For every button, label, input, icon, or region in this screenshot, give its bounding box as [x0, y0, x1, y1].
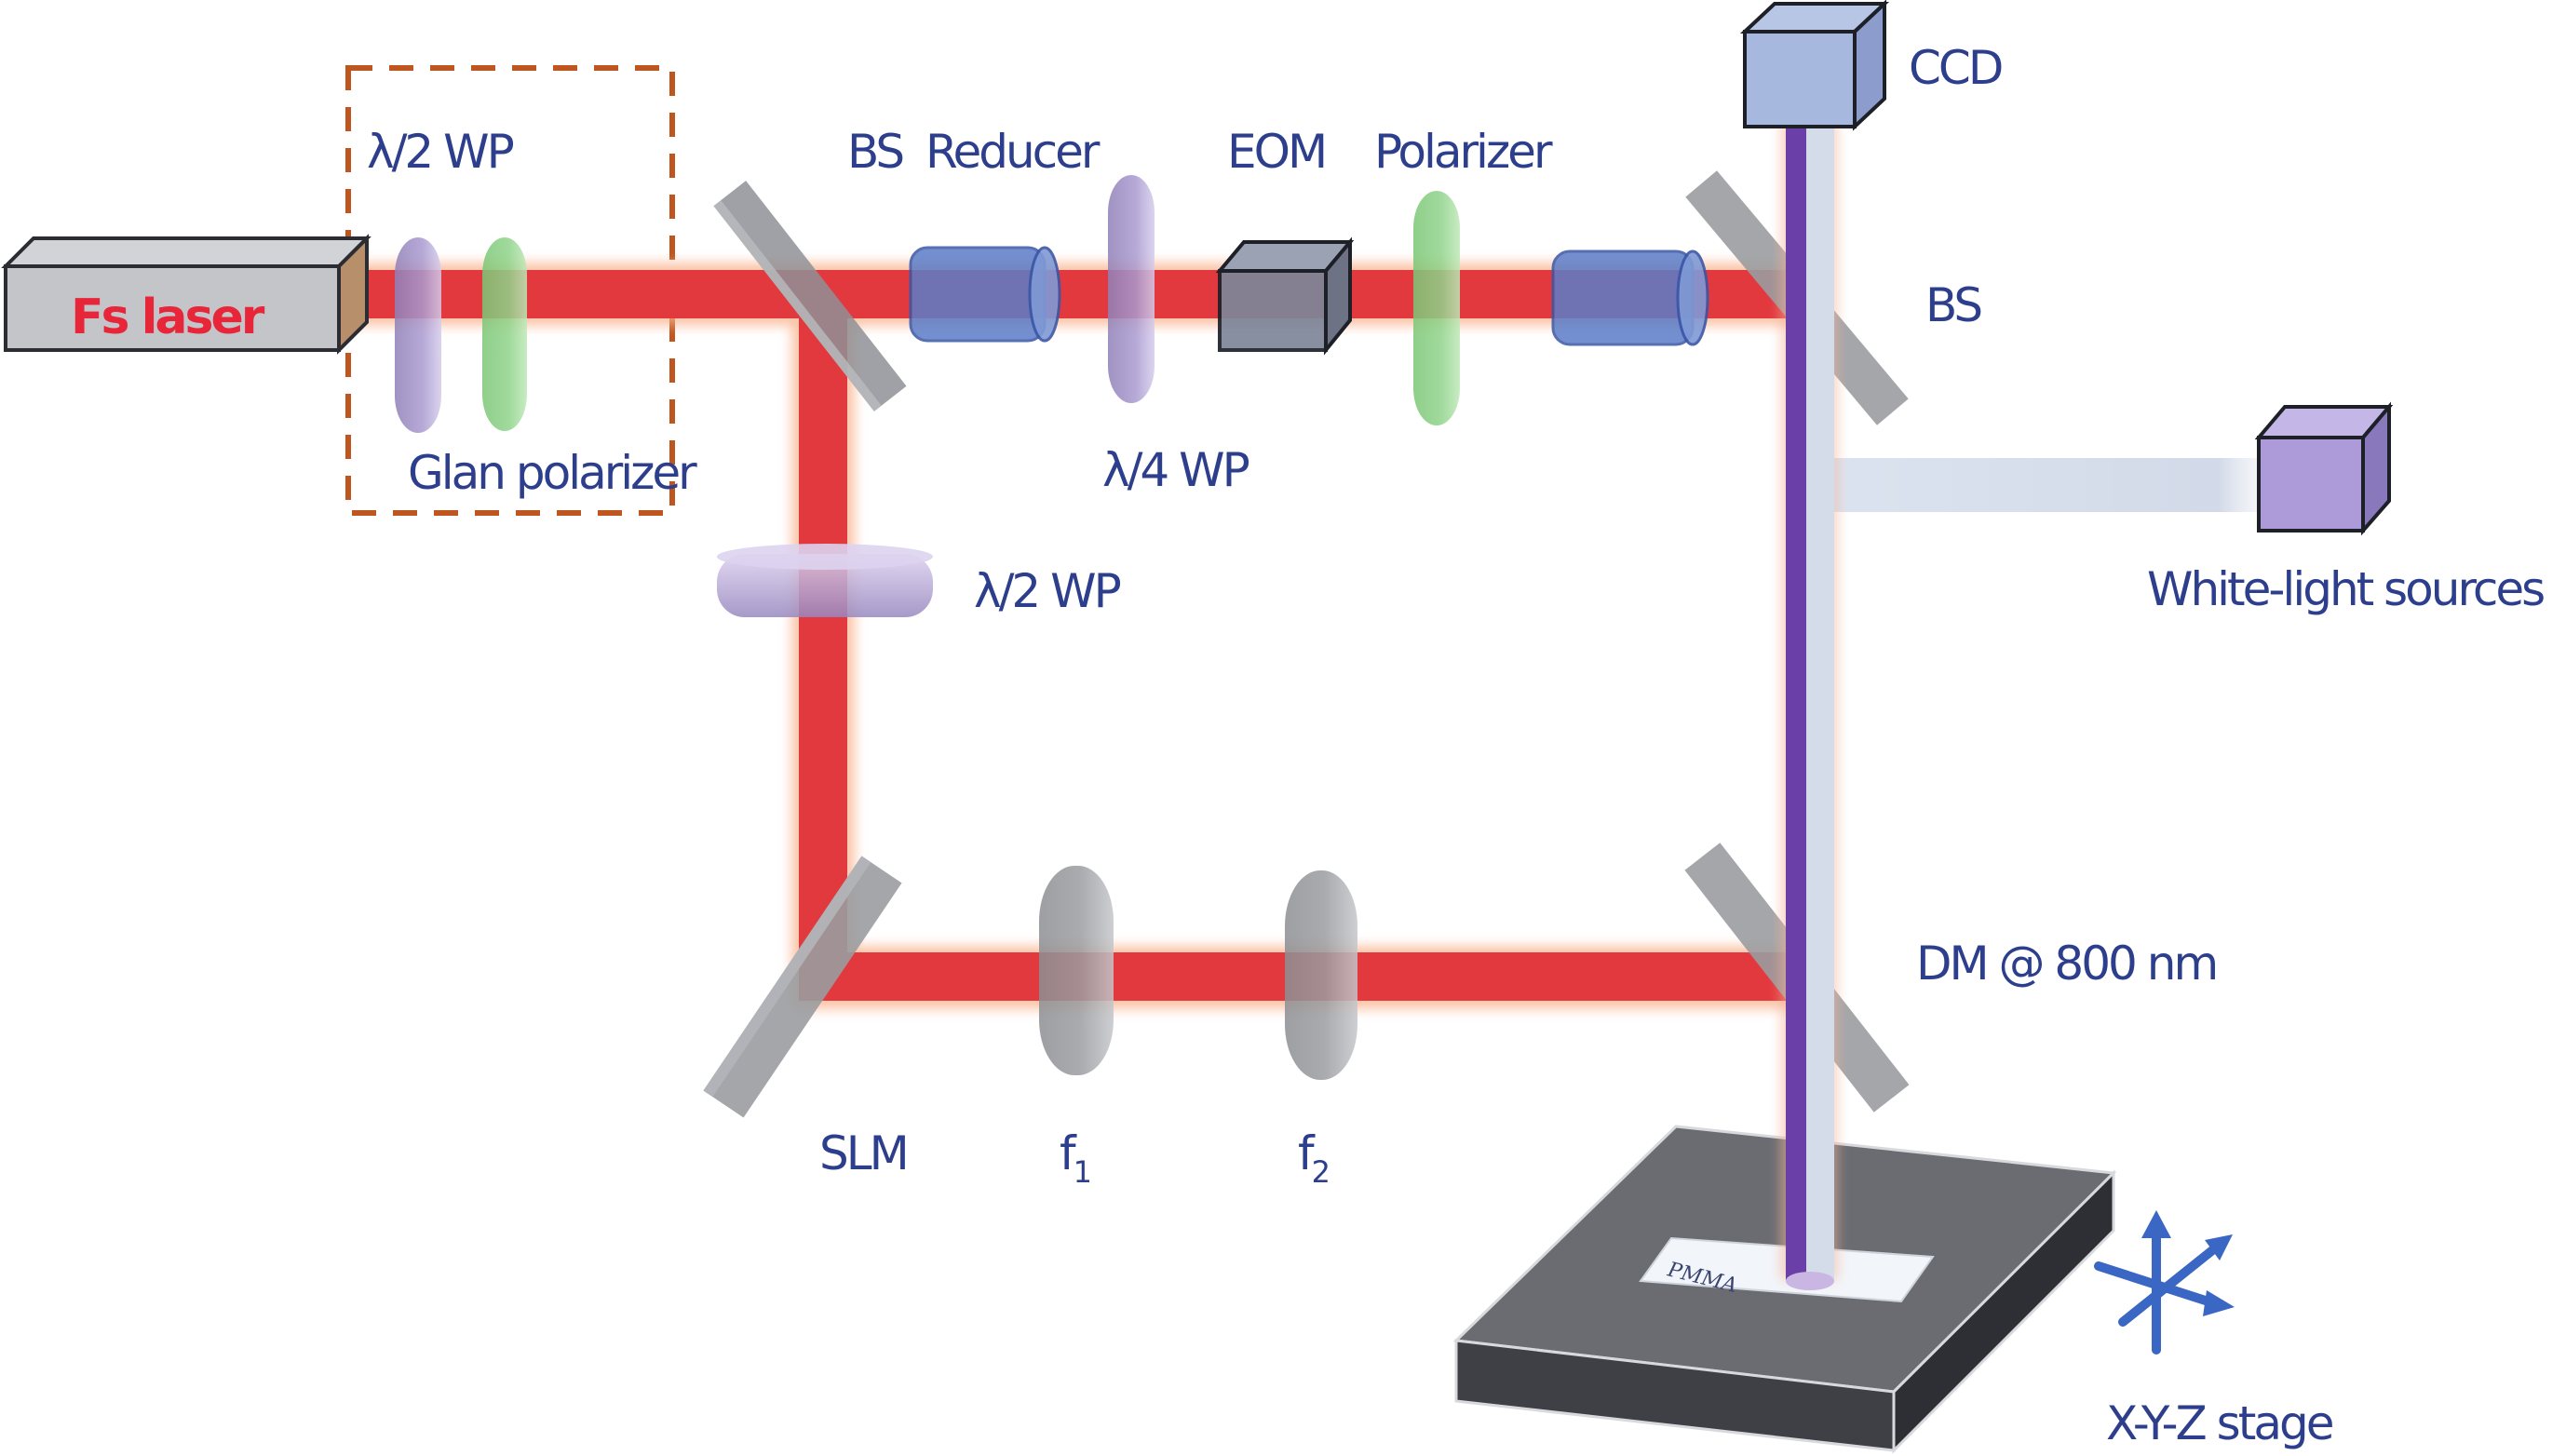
eom-label: EOM [1227, 125, 1325, 179]
focusing-tube [1551, 249, 1709, 346]
half-wave-plate-1 [395, 237, 441, 433]
fs-laser-label: Fs laser [71, 290, 265, 345]
lens-f1-label: f1 [1060, 1126, 1090, 1190]
slm [703, 856, 902, 1118]
ccd-label: CCD [1909, 41, 2002, 95]
xyz-axes-icon [2094, 1210, 2235, 1355]
half-wave-plate-1-label: λ/2 WP [367, 125, 514, 179]
imaging-beam-white [1806, 126, 1834, 1280]
beam-splitter-1 [713, 181, 907, 411]
quarter-wave-plate-label: λ/4 WP [1102, 443, 1249, 497]
lens-f2-label: f2 [1298, 1126, 1329, 1190]
half-wave-plate-2 [717, 544, 933, 617]
half-wave-plate-2-label: λ/2 WP [974, 564, 1121, 618]
xyz-stage-label: X-Y-Z stage [2106, 1396, 2333, 1450]
lens-f1-label-sub: 1 [1074, 1154, 1090, 1190]
glan-polarizer [482, 237, 527, 431]
lens-f1 [1039, 866, 1114, 1075]
ccd-camera [1739, 0, 1890, 131]
imaging-beam [1780, 121, 1838, 1290]
quarter-wave-plate [1108, 175, 1155, 403]
lens-f2 [1285, 870, 1357, 1080]
white-light-source [2254, 401, 2394, 536]
reducer [909, 246, 1061, 343]
beam-splitter-1-label: BS [847, 125, 902, 179]
fs-laser: Fs laser [1, 234, 371, 355]
polarizer [1413, 191, 1460, 425]
reducer-label: Reducer [925, 125, 1101, 179]
white-light-beam [1825, 458, 2262, 512]
polarizer-label: Polarizer [1374, 125, 1553, 179]
glan-polarizer-label: Glan polarizer [408, 446, 697, 500]
beam-splitter-2-label: BS [1925, 278, 1980, 332]
slm-label: SLM [819, 1126, 907, 1180]
white-light-source-label: White-light sources [2147, 562, 2544, 616]
lens-f2-label-sub: 2 [1312, 1154, 1329, 1190]
beam-segment-down [799, 279, 847, 1001]
imaging-beam-purple [1786, 126, 1806, 1280]
eom [1215, 236, 1355, 356]
dichroic-mirror-label: DM @ 800 nm [1916, 937, 2216, 991]
